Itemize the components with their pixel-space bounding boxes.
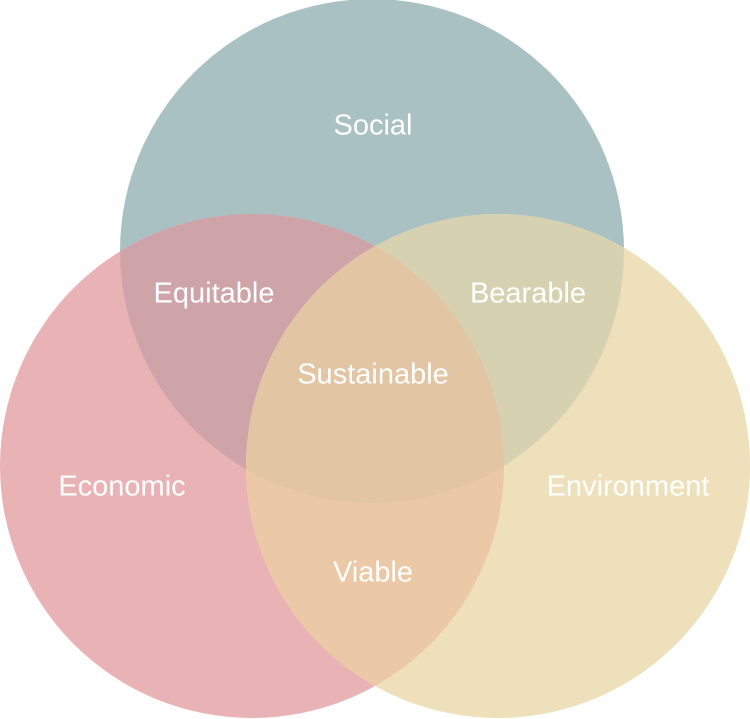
sustainable-label: Sustainable <box>297 359 449 391</box>
bearable-label: Bearable <box>470 278 586 310</box>
social-label: Social <box>334 110 413 142</box>
viable-label: Viable <box>333 557 413 589</box>
economic-label: Economic <box>58 471 185 503</box>
equitable-label: Equitable <box>154 278 275 310</box>
environment-label: Environment <box>547 471 710 503</box>
sustainable-region <box>246 214 504 503</box>
